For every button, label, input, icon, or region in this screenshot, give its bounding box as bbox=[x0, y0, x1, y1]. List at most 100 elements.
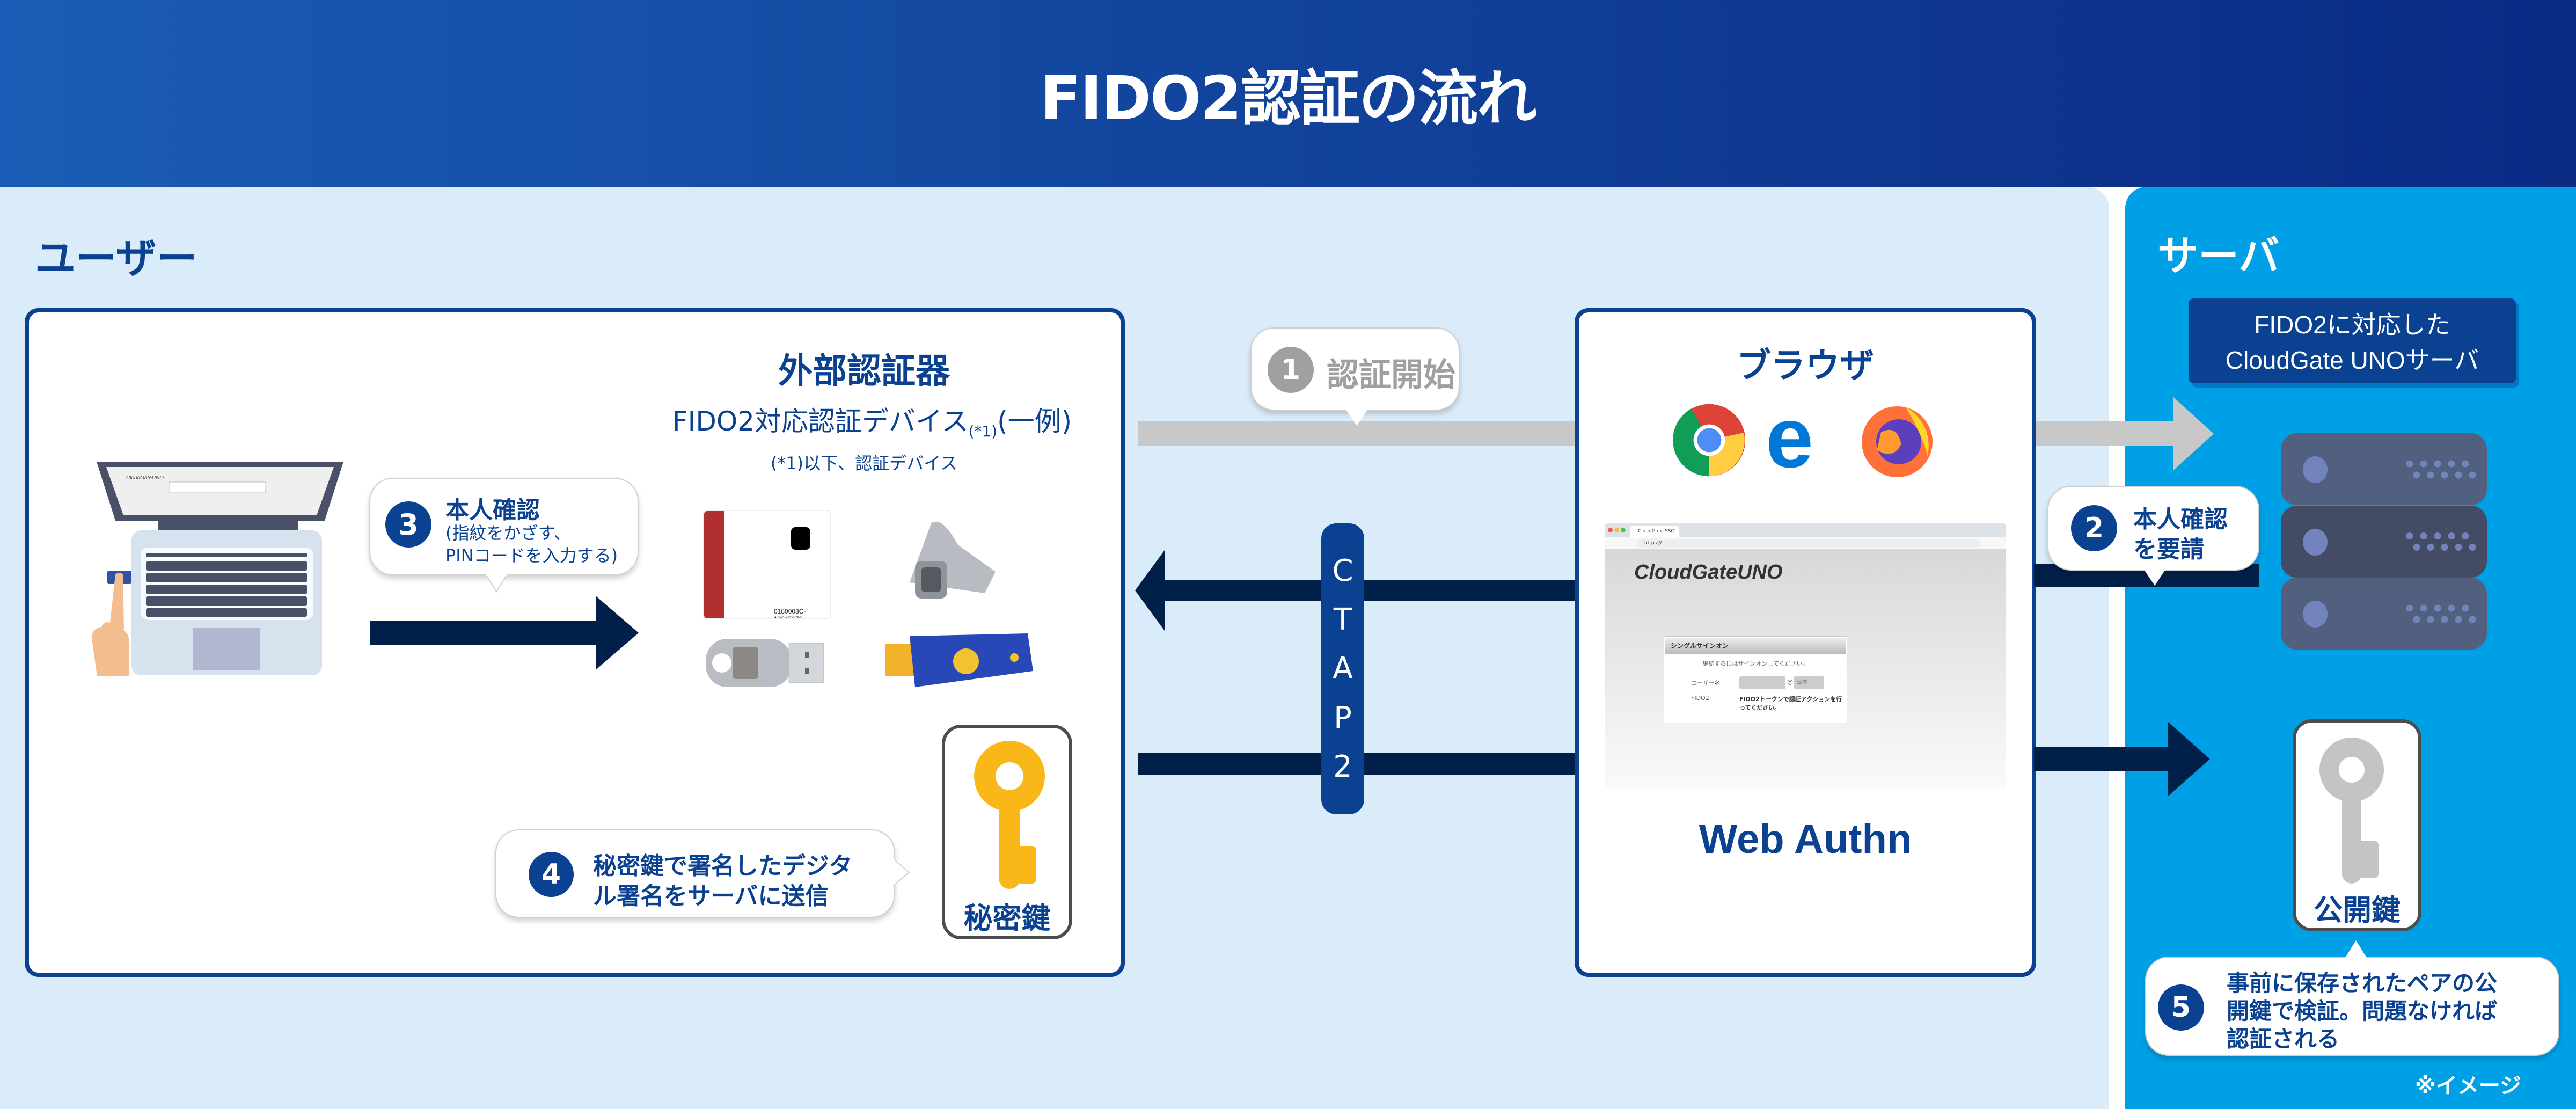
server-label: FIDO2に対応した CloudGate UNOサーバ bbox=[2189, 298, 2516, 383]
server-indicator-dot bbox=[2469, 544, 2476, 551]
server-indicator-dot bbox=[2434, 460, 2441, 468]
server-indicator-dot bbox=[2406, 460, 2413, 468]
server-indicator-dot bbox=[2455, 544, 2462, 551]
server-indicator-dot bbox=[2448, 532, 2455, 539]
user-zone-title: ユーザー bbox=[35, 235, 197, 282]
public-key-icon bbox=[2319, 738, 2384, 884]
card-serial: 0180008C-12345678 bbox=[774, 608, 806, 619]
step-2-title2: を要請 bbox=[2133, 536, 2204, 563]
arrow-auth-start bbox=[1138, 397, 2214, 470]
laptop-screen-logo: CloudGateUNO bbox=[126, 475, 164, 481]
step-2-number: 2 bbox=[2071, 505, 2117, 551]
device-fingerprint-clip bbox=[894, 513, 1001, 609]
browser-tab[interactable]: CloudGate SSO bbox=[1630, 526, 1679, 537]
authenticator-title: 外部認証器 bbox=[778, 352, 950, 391]
sso-login-panel: シングルサインオン 継続するにはサインオンしてください。 ユーザー名 @ 日本 … bbox=[1664, 636, 1847, 723]
server-indicator-dot bbox=[2462, 460, 2469, 468]
fido-message: FIDO2トークンで認証アクションを行ってください。 bbox=[1739, 696, 1842, 711]
server-label-line2: CloudGate UNOサーバ bbox=[2225, 346, 2479, 374]
server-indicator-dot bbox=[2413, 471, 2420, 479]
step-5-number: 5 bbox=[2158, 984, 2204, 1031]
authenticator-subtitle-suffix: (一例) bbox=[997, 406, 1072, 437]
server-indicator-dot bbox=[2448, 460, 2455, 468]
window-close-dot bbox=[1608, 528, 1613, 532]
step-3-bubble: 3 本人確認 (指紋をかざす、 PINコードを入力する) bbox=[369, 478, 639, 575]
server-indicator-dot bbox=[2462, 532, 2469, 539]
step-3-line2: (指紋をかざす、 bbox=[445, 523, 571, 543]
step-3-line3: PINコードを入力する) bbox=[445, 545, 618, 566]
server-indicator-dot bbox=[2427, 544, 2434, 551]
username-input[interactable] bbox=[1739, 676, 1785, 689]
server-indicator-dot bbox=[2413, 544, 2420, 551]
domain-select[interactable]: 日本 bbox=[1794, 676, 1824, 689]
step-4-line1: 秘密鍵で署名したデジタ bbox=[593, 852, 853, 880]
step-3-number: 3 bbox=[385, 501, 431, 548]
server-indicator-dot bbox=[2420, 532, 2427, 539]
image-note: ※イメージ bbox=[2415, 1074, 2522, 1098]
laptop-hinge bbox=[158, 521, 298, 530]
browser-screenshot: CloudGate SSO https:// CloudGateUNO シングル… bbox=[1605, 523, 2006, 789]
device-fingerprint-usb bbox=[703, 633, 826, 691]
window-minimize-dot bbox=[1614, 528, 1619, 532]
step-1-bubble: 1 認証開始 bbox=[1250, 327, 1460, 411]
browser-title: ブラウザ bbox=[1737, 346, 1874, 386]
server-indicator-dot bbox=[2441, 616, 2448, 623]
server-indicator-dot bbox=[2448, 604, 2455, 612]
step-3-bubble-tail bbox=[486, 574, 507, 593]
fido-label: FIDO2 bbox=[1691, 695, 1709, 702]
public-key-label: 公開鍵 bbox=[2314, 893, 2401, 927]
webauthn-label: Web Authn bbox=[1699, 816, 1912, 862]
arrow-browser-to-server-4 bbox=[2034, 722, 2210, 796]
private-key-label: 秘密鍵 bbox=[963, 901, 1051, 935]
server-indicator-dot bbox=[2427, 616, 2434, 623]
server-stack-lights bbox=[2303, 456, 2476, 628]
server-indicator-dot bbox=[2462, 604, 2469, 612]
server-indicator-dot bbox=[2413, 616, 2420, 623]
step-5-line3: 認証される bbox=[2227, 1026, 2340, 1052]
server-indicator-dot bbox=[2455, 471, 2462, 479]
ctap-letter: C bbox=[1332, 553, 1353, 589]
step-3-title: 本人確認 bbox=[445, 497, 540, 524]
page-title: FIDO2認証の流れ bbox=[1040, 64, 1537, 134]
step-2-title: 本人確認 bbox=[2133, 506, 2228, 533]
server-indicator-dot bbox=[2441, 471, 2448, 479]
laptop-keys bbox=[146, 553, 307, 617]
ctap-letter: A bbox=[1332, 651, 1353, 687]
server-indicator-dot bbox=[2420, 604, 2427, 612]
server-indicator-dot bbox=[2469, 616, 2476, 623]
sso-panel-title: シングルサインオン bbox=[1665, 638, 1846, 654]
private-key-icon bbox=[974, 741, 1045, 889]
step-4-line2: ル署名をサーバに送信 bbox=[593, 882, 829, 910]
authenticator-footnote: (*1)以下、認証デバイス bbox=[770, 453, 958, 473]
public-key-card: 公開鍵 bbox=[2293, 719, 2421, 931]
authenticator-subtitle: FIDO2対応認証デバイス(*1)(一例) bbox=[617, 400, 1127, 440]
browser-addressbar: https:// bbox=[1605, 537, 2006, 549]
chrome-icon bbox=[1673, 404, 1746, 477]
step-5-line1: 事前に保存されたペアの公 bbox=[2227, 970, 2498, 996]
ctap2-label: C T A P 2 bbox=[1321, 523, 1364, 814]
browser-url[interactable]: https:// bbox=[1637, 539, 1980, 548]
ctap-letter: T bbox=[1333, 602, 1352, 638]
server-indicator-dot bbox=[2427, 471, 2434, 479]
step-4-bubble: 4 秘密鍵で署名したデジタ ル署名をサーバに送信 bbox=[495, 829, 895, 918]
edge-icon: e bbox=[1766, 389, 1813, 485]
device-fingerprint-card: 0180008C-12345678 bbox=[703, 510, 831, 619]
step-1-title: 認証開始 bbox=[1327, 356, 1455, 394]
step-5-line2: 開鍵で検証。問題なければ bbox=[2227, 998, 2498, 1024]
device-security-key-nfc bbox=[880, 628, 1041, 692]
server-indicator-dot bbox=[2434, 532, 2441, 539]
firefox-icon bbox=[1862, 406, 1933, 477]
step-2-bubble: 2 本人確認 を要請 bbox=[2047, 486, 2259, 571]
step-5-bubble-tail bbox=[2345, 940, 2367, 958]
ctap-letter: P bbox=[1334, 700, 1352, 735]
server-label-line1: FIDO2に対応した bbox=[2254, 311, 2450, 339]
cloudgate-logo: CloudGateUNO bbox=[1634, 561, 1783, 583]
laptop-touchpad bbox=[193, 628, 260, 670]
step-5-bubble: 5 事前に保存されたペアの公 開鍵で検証。問題なければ 認証される bbox=[2145, 957, 2559, 1056]
arrow-user-to-device bbox=[370, 596, 639, 670]
step-4-number: 4 bbox=[529, 852, 574, 897]
window-maximize-dot bbox=[1621, 528, 1626, 532]
at-sign: @ bbox=[1787, 678, 1793, 685]
fingerprint-sensor-icon bbox=[791, 527, 810, 550]
hand-finger bbox=[92, 573, 130, 676]
